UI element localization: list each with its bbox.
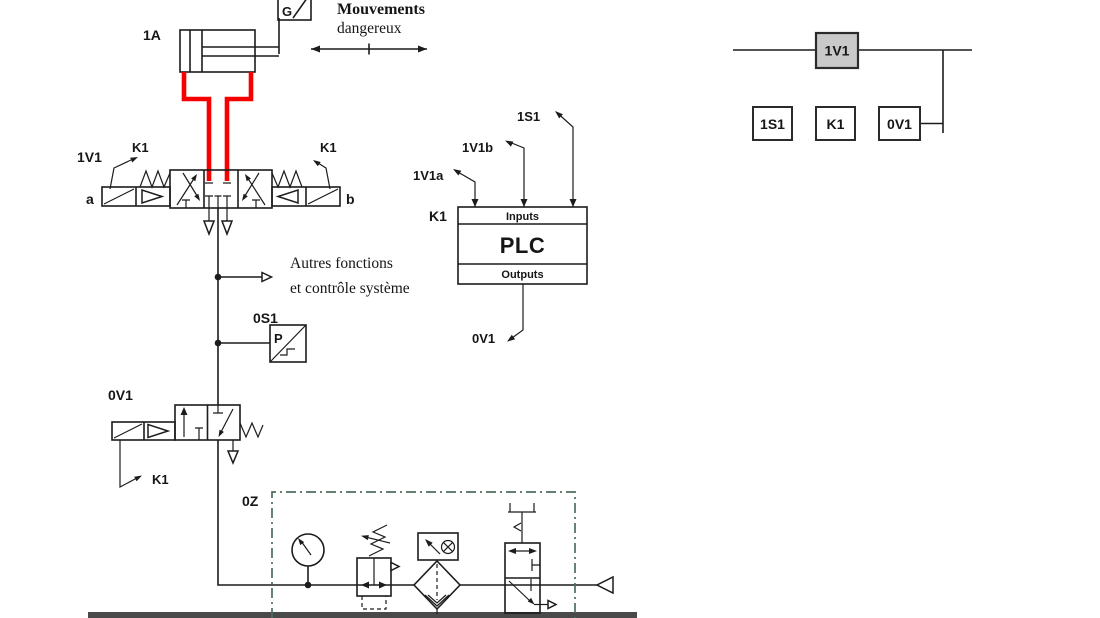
pilot-triangle-a (141, 188, 165, 205)
exhaust-triangle-0v1 (226, 450, 240, 465)
exhaust-triangle-right (220, 220, 234, 237)
signal-block-diagram: 1V1 1S1 K1 0V1 (733, 31, 972, 141)
hazard-text-2: dangereux (337, 20, 402, 37)
input-label-1s1: 1S1 (517, 109, 540, 124)
hazard-text-1: Mouvements (337, 1, 425, 18)
unit-label: 0Z (242, 493, 259, 509)
pilot-triangle-0v1 (147, 423, 171, 439)
adjust-arrow (361, 535, 369, 541)
pilot-k1-0v1-label: K1 (152, 472, 169, 487)
air-source (595, 575, 614, 595)
main-line-lower (217, 440, 597, 586)
pilot-k1-right-label: K1 (320, 140, 337, 155)
valve-1v1-label: 1V1 (77, 149, 102, 165)
spring-right (271, 169, 303, 189)
valve-0v1-label: 0V1 (108, 387, 133, 403)
node-1v1 (814, 31, 860, 70)
pressure-sensor-0s1: P 0S1 (214, 310, 307, 363)
position-encoder-g: G (277, 0, 312, 54)
filter-separator (412, 532, 462, 614)
drain-box (417, 532, 459, 561)
node-k1 (815, 106, 856, 141)
stroke-arrow-right-head (418, 45, 427, 53)
blocked-bottom-ports (205, 195, 231, 208)
enclosure-border (271, 491, 576, 618)
cylinder-label: 1A (143, 27, 161, 43)
branch-other-functions: Autres fonctions et contrôle système (214, 255, 410, 297)
bottom-crop-bar (88, 612, 637, 618)
node-k1-label: K1 (827, 116, 845, 132)
hazard-connection-red (181, 72, 254, 181)
node-1s1 (752, 106, 793, 141)
stroke-arrow-left-head (311, 45, 320, 53)
separator-triangles (424, 594, 450, 607)
step-symbol (280, 348, 295, 356)
drain-circle-x (440, 539, 456, 555)
input-label-1v1a: 1V1a (413, 168, 444, 183)
exhaust-arrow (547, 599, 558, 610)
pressure-gauge (291, 533, 325, 589)
detent-symbol (512, 522, 522, 532)
side-b-label: b (346, 191, 355, 207)
pilot-signal-left (109, 159, 132, 190)
cylinder-body (179, 29, 256, 73)
gauge-needle (300, 540, 312, 556)
relief-port (390, 561, 401, 572)
air-service-unit-0z: 0Z (242, 491, 614, 618)
spring-0v1 (239, 421, 264, 439)
plc-inputs-label: Inputs (506, 211, 539, 223)
plc-controller: 1V1a 1V1b 1S1 Inputs PLC Outputs K1 0V1 (413, 109, 588, 346)
pilot-signal-0v1 (119, 440, 137, 488)
encoder-label: G (282, 4, 292, 19)
exhaust-triangle-left (202, 220, 216, 237)
pilot-triangle-b (275, 188, 299, 205)
sensor-letter: P (274, 331, 283, 346)
branch-arrow (261, 271, 274, 283)
input-label-1v1b: 1V1b (462, 140, 493, 155)
branch-note-1: Autres fonctions (290, 255, 393, 272)
cylinder-1a: 1A (143, 27, 279, 73)
node-1s1-label: 1S1 (760, 116, 785, 132)
valve-0v1: 0V1 K1 (108, 387, 264, 488)
shutoff-hand-valve (504, 503, 558, 614)
node-0v1-label: 0V1 (887, 116, 912, 132)
plc-name: PLC (500, 233, 546, 258)
pressure-regulator (356, 524, 401, 610)
pilot-feedback-dashed (361, 596, 387, 610)
valve-1v1: 1V1 a b K1 (77, 140, 355, 237)
pilot-signal-right (317, 162, 331, 190)
plc-outputs-label: Outputs (501, 269, 543, 281)
plc-k1-label: K1 (429, 208, 447, 224)
input-line-1s1 (557, 113, 574, 207)
supply-line (217, 208, 597, 586)
sensor-label: 0S1 (253, 310, 278, 326)
hazard-movement-note: Mouvements dangereux (311, 1, 427, 55)
pilot-k1-left-label: K1 (132, 140, 149, 155)
node-1v1-label: 1V1 (825, 43, 850, 59)
side-a-label: a (86, 191, 94, 207)
spring-left (139, 169, 171, 189)
branch-note-2: et contrôle système (290, 280, 410, 297)
encoder-box (277, 0, 312, 21)
node-0v1 (878, 106, 921, 141)
input-line-1v1b (507, 140, 525, 207)
output-label-0v1: 0V1 (472, 331, 495, 346)
red-line-left (181, 72, 212, 181)
air-source-triangle (595, 575, 614, 595)
red-line-right (224, 72, 254, 181)
manual-actuator (508, 503, 536, 543)
input-line-1v1a (456, 170, 476, 207)
encoder-diagonal (292, 0, 307, 19)
output-line-0v1 (509, 284, 524, 340)
